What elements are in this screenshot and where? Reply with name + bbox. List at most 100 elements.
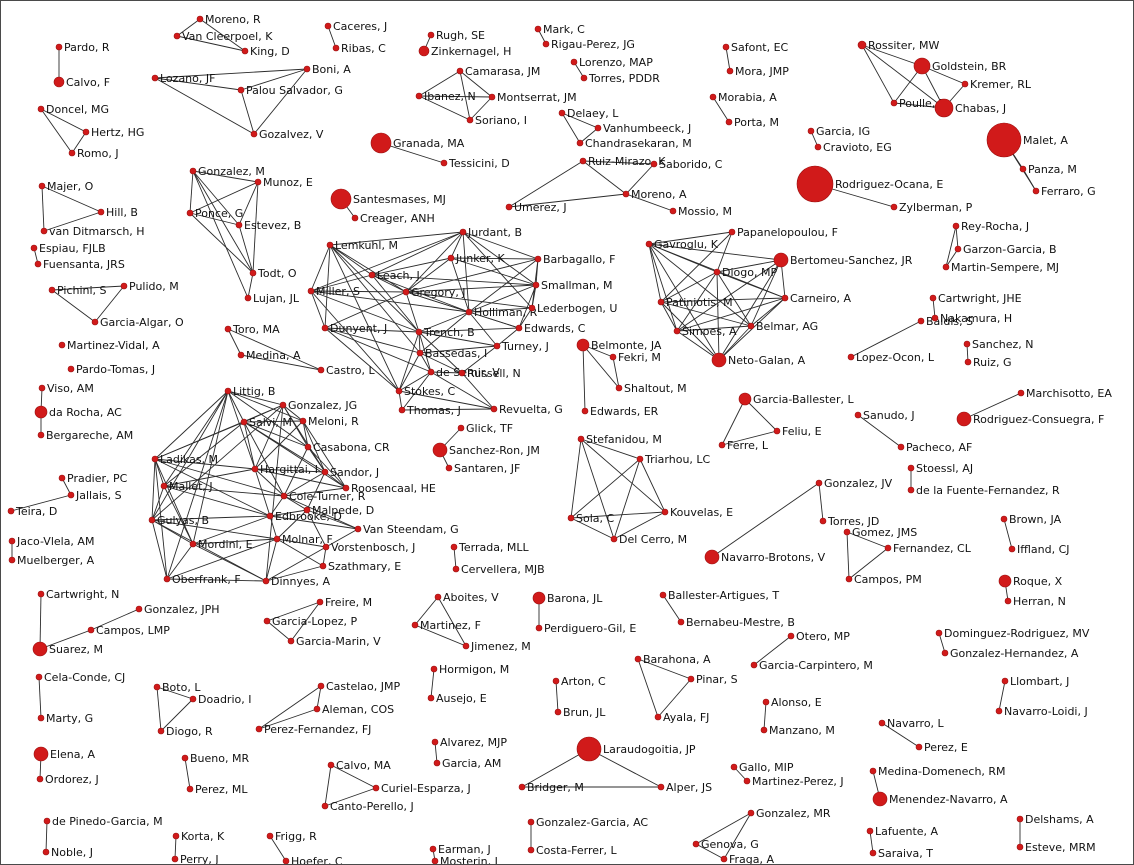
- edge-patiniotis-belmar: [660, 301, 752, 327]
- node-saborido: [650, 160, 658, 168]
- edge-gavroglu-netogalan: [648, 243, 720, 361]
- node-label-viso: Viso, AM: [47, 382, 94, 395]
- edge-aboites-martinez_f: [414, 596, 439, 626]
- edge-boni-gozalvez: [253, 68, 308, 135]
- edge-calvo_ma-cantoperello: [324, 764, 332, 807]
- edge-ladikas-gulyas: [151, 458, 156, 521]
- edge-leach-trench: [371, 274, 420, 333]
- node-label-papanelopoulou: Papanelopoulou, F: [737, 226, 838, 239]
- edge-vanhumbeeck-chandrasekaran: [579, 127, 599, 144]
- edge-hargittai-coleturner: [254, 468, 285, 497]
- node-gonzalez_jph: [135, 605, 143, 613]
- edge-reyrocha-garzon: [955, 225, 959, 250]
- node-bridger: [518, 783, 526, 791]
- node-label-castro: Castro, L: [326, 364, 375, 377]
- node-label-otero: Otero, MP: [796, 630, 850, 643]
- node-gomez: [843, 528, 851, 536]
- node-label-rigau: Rigau-Perez, JG: [551, 38, 635, 51]
- node-martinez_f: [411, 621, 419, 629]
- edge-lemkuhl-miller: [310, 244, 331, 292]
- edge-patiniotis-netogalan: [660, 301, 720, 361]
- node-nakamura: [931, 314, 939, 322]
- edge-trench-bassedas: [418, 331, 421, 354]
- node-alper: [657, 783, 665, 791]
- node-label-estevez: Estevez, B: [244, 219, 301, 232]
- edge-miller-holliman: [310, 290, 470, 313]
- node-garcia_am: [433, 759, 441, 767]
- edge-pichini-pulido: [51, 285, 125, 291]
- node-zinkernagel: [418, 45, 430, 57]
- edge-gonzalez_m-estevez: [192, 170, 240, 226]
- edge-toro-castro: [227, 328, 322, 371]
- node-label-hill: Hill, B: [106, 206, 138, 219]
- node-bassedas: [416, 349, 424, 357]
- node-label-ponce: Ponce, G: [195, 207, 243, 220]
- edge-gonzalez_m-todt: [192, 170, 254, 274]
- node-label-ribas: Ribas, C: [341, 42, 386, 55]
- node-desemir: [427, 368, 435, 376]
- node-garciaalgar: [91, 318, 99, 326]
- node-calvo_f: [53, 76, 65, 88]
- node-romo: [68, 149, 76, 157]
- node-toro: [224, 325, 232, 333]
- node-laraudogoitia: [576, 736, 602, 762]
- edge-gonzalez_jv-torres_jd: [818, 482, 824, 522]
- edge-munoz-todt: [252, 181, 259, 274]
- node-diogo_r: [157, 727, 165, 735]
- edge-lozano-palou: [154, 77, 242, 91]
- node-lozano: [151, 74, 159, 82]
- node-label-lujan: Lujan, JL: [253, 292, 300, 305]
- node-miller: [307, 287, 315, 295]
- edge-ruizmirazo-moreno_a: [582, 160, 627, 195]
- edge-edbrooke-vansteendam: [269, 515, 359, 530]
- node-label-zylberman: Zylberman, P: [899, 201, 973, 214]
- node-label-freire: Freire, M: [325, 596, 372, 609]
- node-label-navarroloidi: Navarro-Loidi, J: [1004, 705, 1088, 718]
- edge-ladikas-coleturner: [154, 458, 285, 497]
- edge-desemir-thomas: [401, 371, 432, 411]
- edge-delaey-vanhumbeeck: [561, 112, 599, 129]
- edge-molnar-vorstenbosch: [276, 538, 327, 548]
- node-darocha: [34, 405, 48, 419]
- node-label-castelao: Castelao, JMP: [326, 680, 400, 693]
- edge-medina_a-castro: [240, 354, 322, 371]
- node-gonzalezhernandez: [941, 649, 949, 657]
- edge-moreno_a-umerez: [508, 193, 627, 208]
- node-saraiva: [869, 849, 877, 857]
- node-ballester: [659, 591, 667, 599]
- node-label-montserrat: Montserrat, JM: [497, 91, 577, 104]
- node-label-esteve: Esteve, MRM: [1025, 841, 1096, 854]
- node-mordini: [189, 540, 197, 548]
- node-label-gonzalez_jph: Gonzalez, JPH: [144, 603, 219, 616]
- node-noble: [42, 848, 50, 856]
- node-layer: [7, 15, 1040, 864]
- node-label-munoz: Munoz, E: [263, 176, 313, 189]
- node-label-gozalvez: Gozalvez, V: [259, 128, 324, 141]
- node-label-perez_ml: Perez, ML: [195, 783, 248, 796]
- node-label-torres_p: Torres, PDDR: [588, 72, 660, 85]
- edge-moreno_r-king_d: [199, 18, 246, 52]
- edge-kouvelas-delcerro: [613, 511, 666, 540]
- node-malet_a: [986, 122, 1022, 158]
- edge-cartwright_n-suarez: [39, 593, 42, 650]
- node-label-cravioto: Cravioto, EG: [823, 141, 892, 154]
- node-soriano: [466, 116, 474, 124]
- node-castelao: [317, 682, 325, 690]
- edge-munoz-ponce: [189, 181, 259, 214]
- edge-gonzalez_jg-meloni: [282, 404, 304, 422]
- edge-fernandez_cl-campos_pm: [848, 547, 889, 580]
- edge-jurdant-holliman: [462, 231, 470, 313]
- edge-molnar-dinnyes: [265, 538, 278, 582]
- edge-genova-fraga: [695, 843, 725, 860]
- node-label-chabas: Chabas, J: [955, 102, 1006, 115]
- edge-littig-ladikas: [154, 390, 229, 460]
- node-fuensanta: [34, 260, 42, 268]
- node-casabona: [304, 443, 312, 451]
- node-pulido: [120, 282, 128, 290]
- node-label-casabona: Casabona, CR: [313, 441, 390, 454]
- node-elena: [33, 746, 49, 762]
- node-label-garcia_am: Garcia, AM: [442, 757, 501, 770]
- node-martinezvidal: [58, 341, 66, 349]
- node-depinedo: [43, 817, 51, 825]
- node-label-garciamarin: Garcia-Marin, V: [296, 635, 381, 648]
